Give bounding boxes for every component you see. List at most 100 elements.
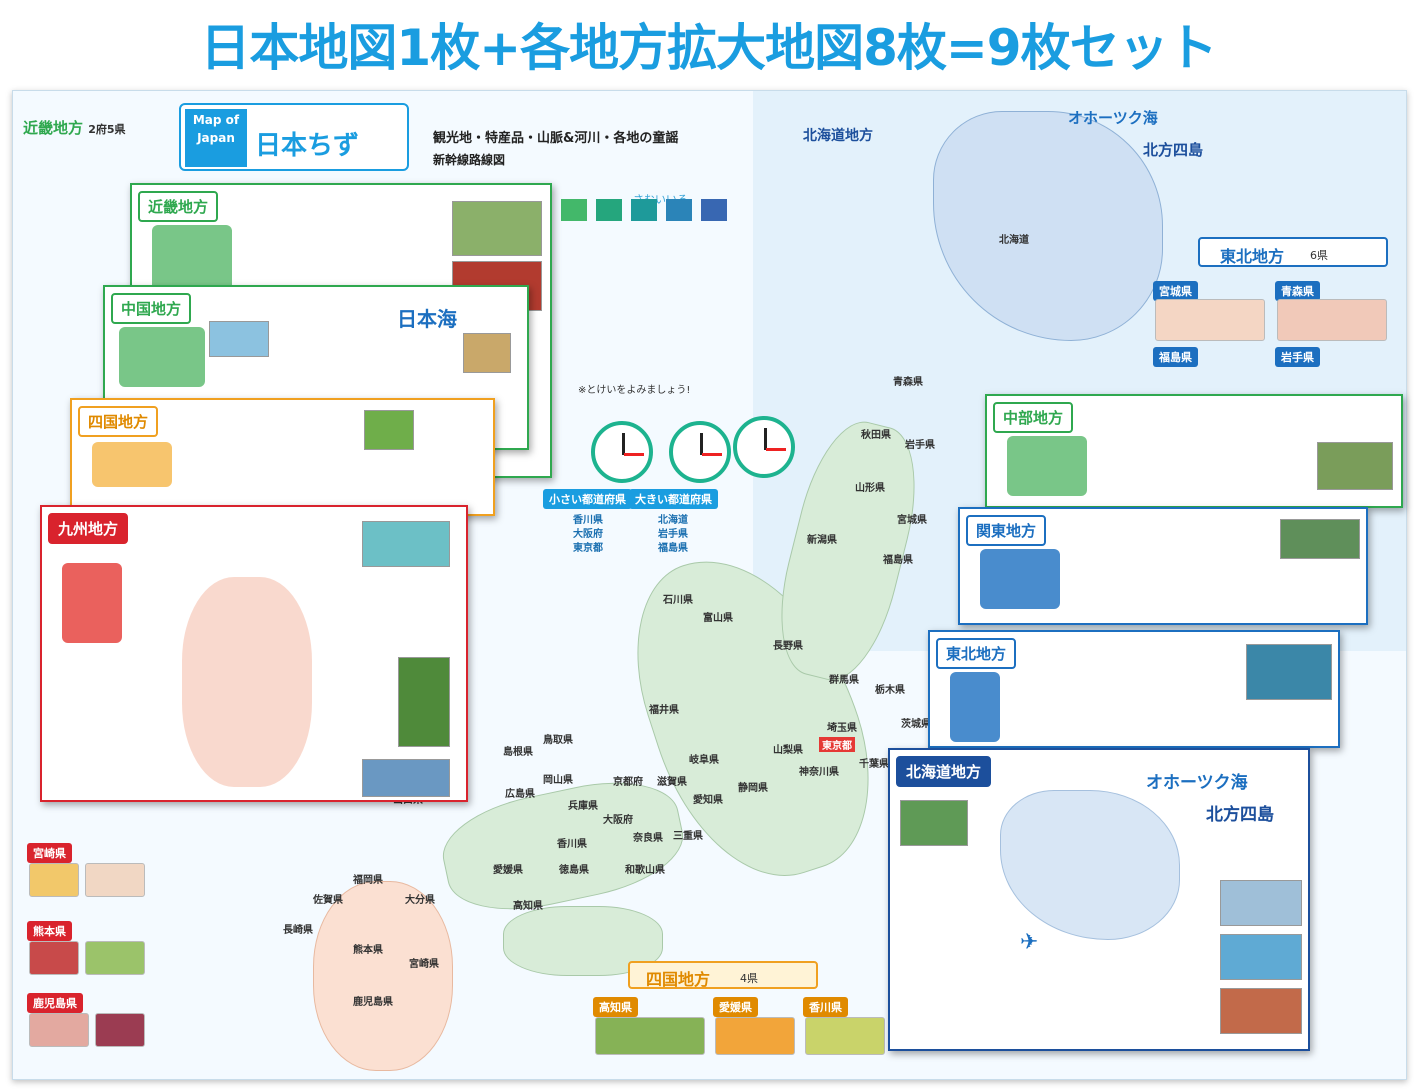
- product-photo: [29, 863, 79, 897]
- sheet-kyushu-land: [182, 577, 312, 787]
- large-pref-item: 岩手県: [658, 529, 688, 540]
- map-label: 宮城県: [897, 515, 927, 526]
- color-swatch: [631, 199, 657, 221]
- map-label: 北海道: [999, 235, 1029, 246]
- product-photo: [805, 1017, 885, 1055]
- map-label: 島根県: [503, 747, 533, 758]
- kyushu-pref-pill: 熊本県: [27, 921, 72, 941]
- poster-northern-islands: 北方四島: [1143, 141, 1204, 159]
- shikoku-pref-pill: 愛媛県: [713, 997, 758, 1017]
- sheet-photo: [452, 201, 542, 256]
- map-label: 栃木県: [875, 685, 905, 696]
- map-label: 鳥取県: [543, 735, 573, 746]
- poster-okhotsk: オホーツク海: [1068, 109, 1158, 127]
- sheet-kyushu-title: 九州地方: [48, 513, 129, 544]
- poster-subtitle-2: 新幹線路線図: [433, 153, 506, 167]
- sheet-photo: [463, 333, 511, 373]
- tohoku-title-text: 東北地方: [1220, 247, 1285, 266]
- map-label: 広島県: [505, 789, 535, 800]
- sheet-northern-islands: 北方四島: [1206, 805, 1274, 825]
- small-pref-title: 小さい都道府県: [543, 489, 632, 509]
- poster-tohoku-header: 東北地方 6県: [1198, 237, 1388, 267]
- sheet-photo: [1246, 644, 1332, 700]
- product-photo: [29, 941, 79, 975]
- map-label: 岩手県: [905, 440, 935, 451]
- tohoku-pref-pill: 岩手県: [1275, 347, 1320, 367]
- poster-subtitle: 観光地・特産品・山脈&河川・各地の童謡: [433, 131, 679, 146]
- sheet-kinki-title: 近畿地方: [138, 191, 219, 222]
- map-label: 福井県: [649, 705, 679, 716]
- sheet-photo: [209, 321, 269, 357]
- sheet-okhotsk: オホーツク海: [1146, 773, 1248, 793]
- product-photo: [595, 1017, 705, 1055]
- sheet-photo: [1220, 880, 1302, 926]
- map-label: 石川県: [663, 595, 693, 606]
- poster-title-box: Map of Japan 日本ちず: [179, 103, 409, 171]
- large-pref-title: 大きい都道府県: [629, 489, 718, 509]
- sheet-hokkaido: 北海道地方 オホーツク海 北方四島 ✈: [888, 748, 1310, 1051]
- poster-kinki-title: 近畿地方 2府5県: [23, 117, 126, 138]
- map-label: 千葉県: [859, 759, 889, 770]
- map-label: 富山県: [703, 613, 733, 624]
- tohoku-pref-pill: 宮城県: [1153, 281, 1198, 301]
- sheet-photo: [364, 410, 414, 450]
- sheet-kanto: 関東地方: [958, 507, 1368, 625]
- sheet-region-map: [92, 442, 172, 487]
- headline: 日本地図1枚+各地方拡大地図8枚=9枚セット: [200, 19, 1217, 77]
- color-swatch: [596, 199, 622, 221]
- product-photo: [1277, 299, 1387, 341]
- sheet-region-map: [119, 327, 205, 387]
- product-photo: [85, 941, 145, 975]
- map-label: 東京都: [819, 737, 855, 752]
- map-label: 長野県: [773, 641, 803, 652]
- map-label: 岡山県: [543, 775, 573, 786]
- map-label: 鹿児島県: [353, 997, 393, 1008]
- clock-face: [669, 421, 731, 483]
- tohoku-pref-pill: 福島県: [1153, 347, 1198, 367]
- sheet-region-map: [62, 563, 122, 643]
- sheet-region-map: [980, 549, 1060, 609]
- small-pref-item: 大阪府: [573, 529, 603, 540]
- small-pref-item: 東京都: [573, 543, 603, 554]
- poster-hokkaido-title: 北海道地方: [803, 128, 873, 144]
- map-label: 滋賀県: [657, 777, 687, 788]
- map-label: 愛媛県: [493, 865, 523, 876]
- map-label: 奈良県: [633, 833, 663, 844]
- map-label: 山梨県: [773, 745, 803, 756]
- clock-caption: ※とけいをよみましょう!: [578, 385, 691, 396]
- map-label: 山形県: [855, 483, 885, 494]
- tohoku-count: 6県: [1310, 249, 1328, 262]
- map-label: 福島県: [883, 555, 913, 566]
- sheet-chugoku-title: 中国地方: [111, 293, 192, 324]
- shikoku-pref-pill: 高知県: [593, 997, 638, 1017]
- poster-title: 日本ちず: [255, 131, 360, 161]
- map-label: 秋田県: [861, 430, 891, 441]
- product-photo: [715, 1017, 795, 1055]
- sheet-region-map: [950, 672, 1000, 742]
- map-label: 京都府: [613, 777, 643, 788]
- tohoku-pref-pill: 青森県: [1275, 281, 1320, 301]
- map-label: 埼玉県: [827, 723, 857, 734]
- clock-face: [591, 421, 653, 483]
- sheet-tohoku: 東北地方: [928, 630, 1340, 748]
- sheet-chubu: 中部地方: [985, 394, 1403, 508]
- sheet-photo: [1220, 988, 1302, 1034]
- product-photo: [29, 1013, 89, 1047]
- poster-shikoku-header: 四国地方 4県: [628, 961, 818, 989]
- airplane-icon: ✈: [1020, 930, 1039, 955]
- map-label: 長崎県: [283, 925, 313, 936]
- sheet-tohoku-title: 東北地方: [936, 638, 1017, 669]
- large-pref-item: 福島県: [658, 543, 688, 554]
- sheet-hokkaido-land: [1000, 790, 1180, 940]
- sheet-sea-of-japan: 日本海: [397, 307, 457, 331]
- kyushu-pref-pill: 宮崎県: [27, 843, 72, 863]
- shikoku-count: 4県: [740, 972, 758, 985]
- sheet-hokkaido-title: 北海道地方: [896, 756, 992, 787]
- map-label: 茨城県: [901, 719, 931, 730]
- map-of-japan-label: Map of Japan: [185, 109, 247, 167]
- shikoku-title-text: 四国地方: [646, 970, 711, 989]
- map-label: 青森県: [893, 377, 923, 388]
- small-pref-item: 香川県: [573, 515, 603, 526]
- kyushu-pref-pill: 鹿児島県: [27, 993, 83, 1013]
- sheet-region-map: [1007, 436, 1087, 496]
